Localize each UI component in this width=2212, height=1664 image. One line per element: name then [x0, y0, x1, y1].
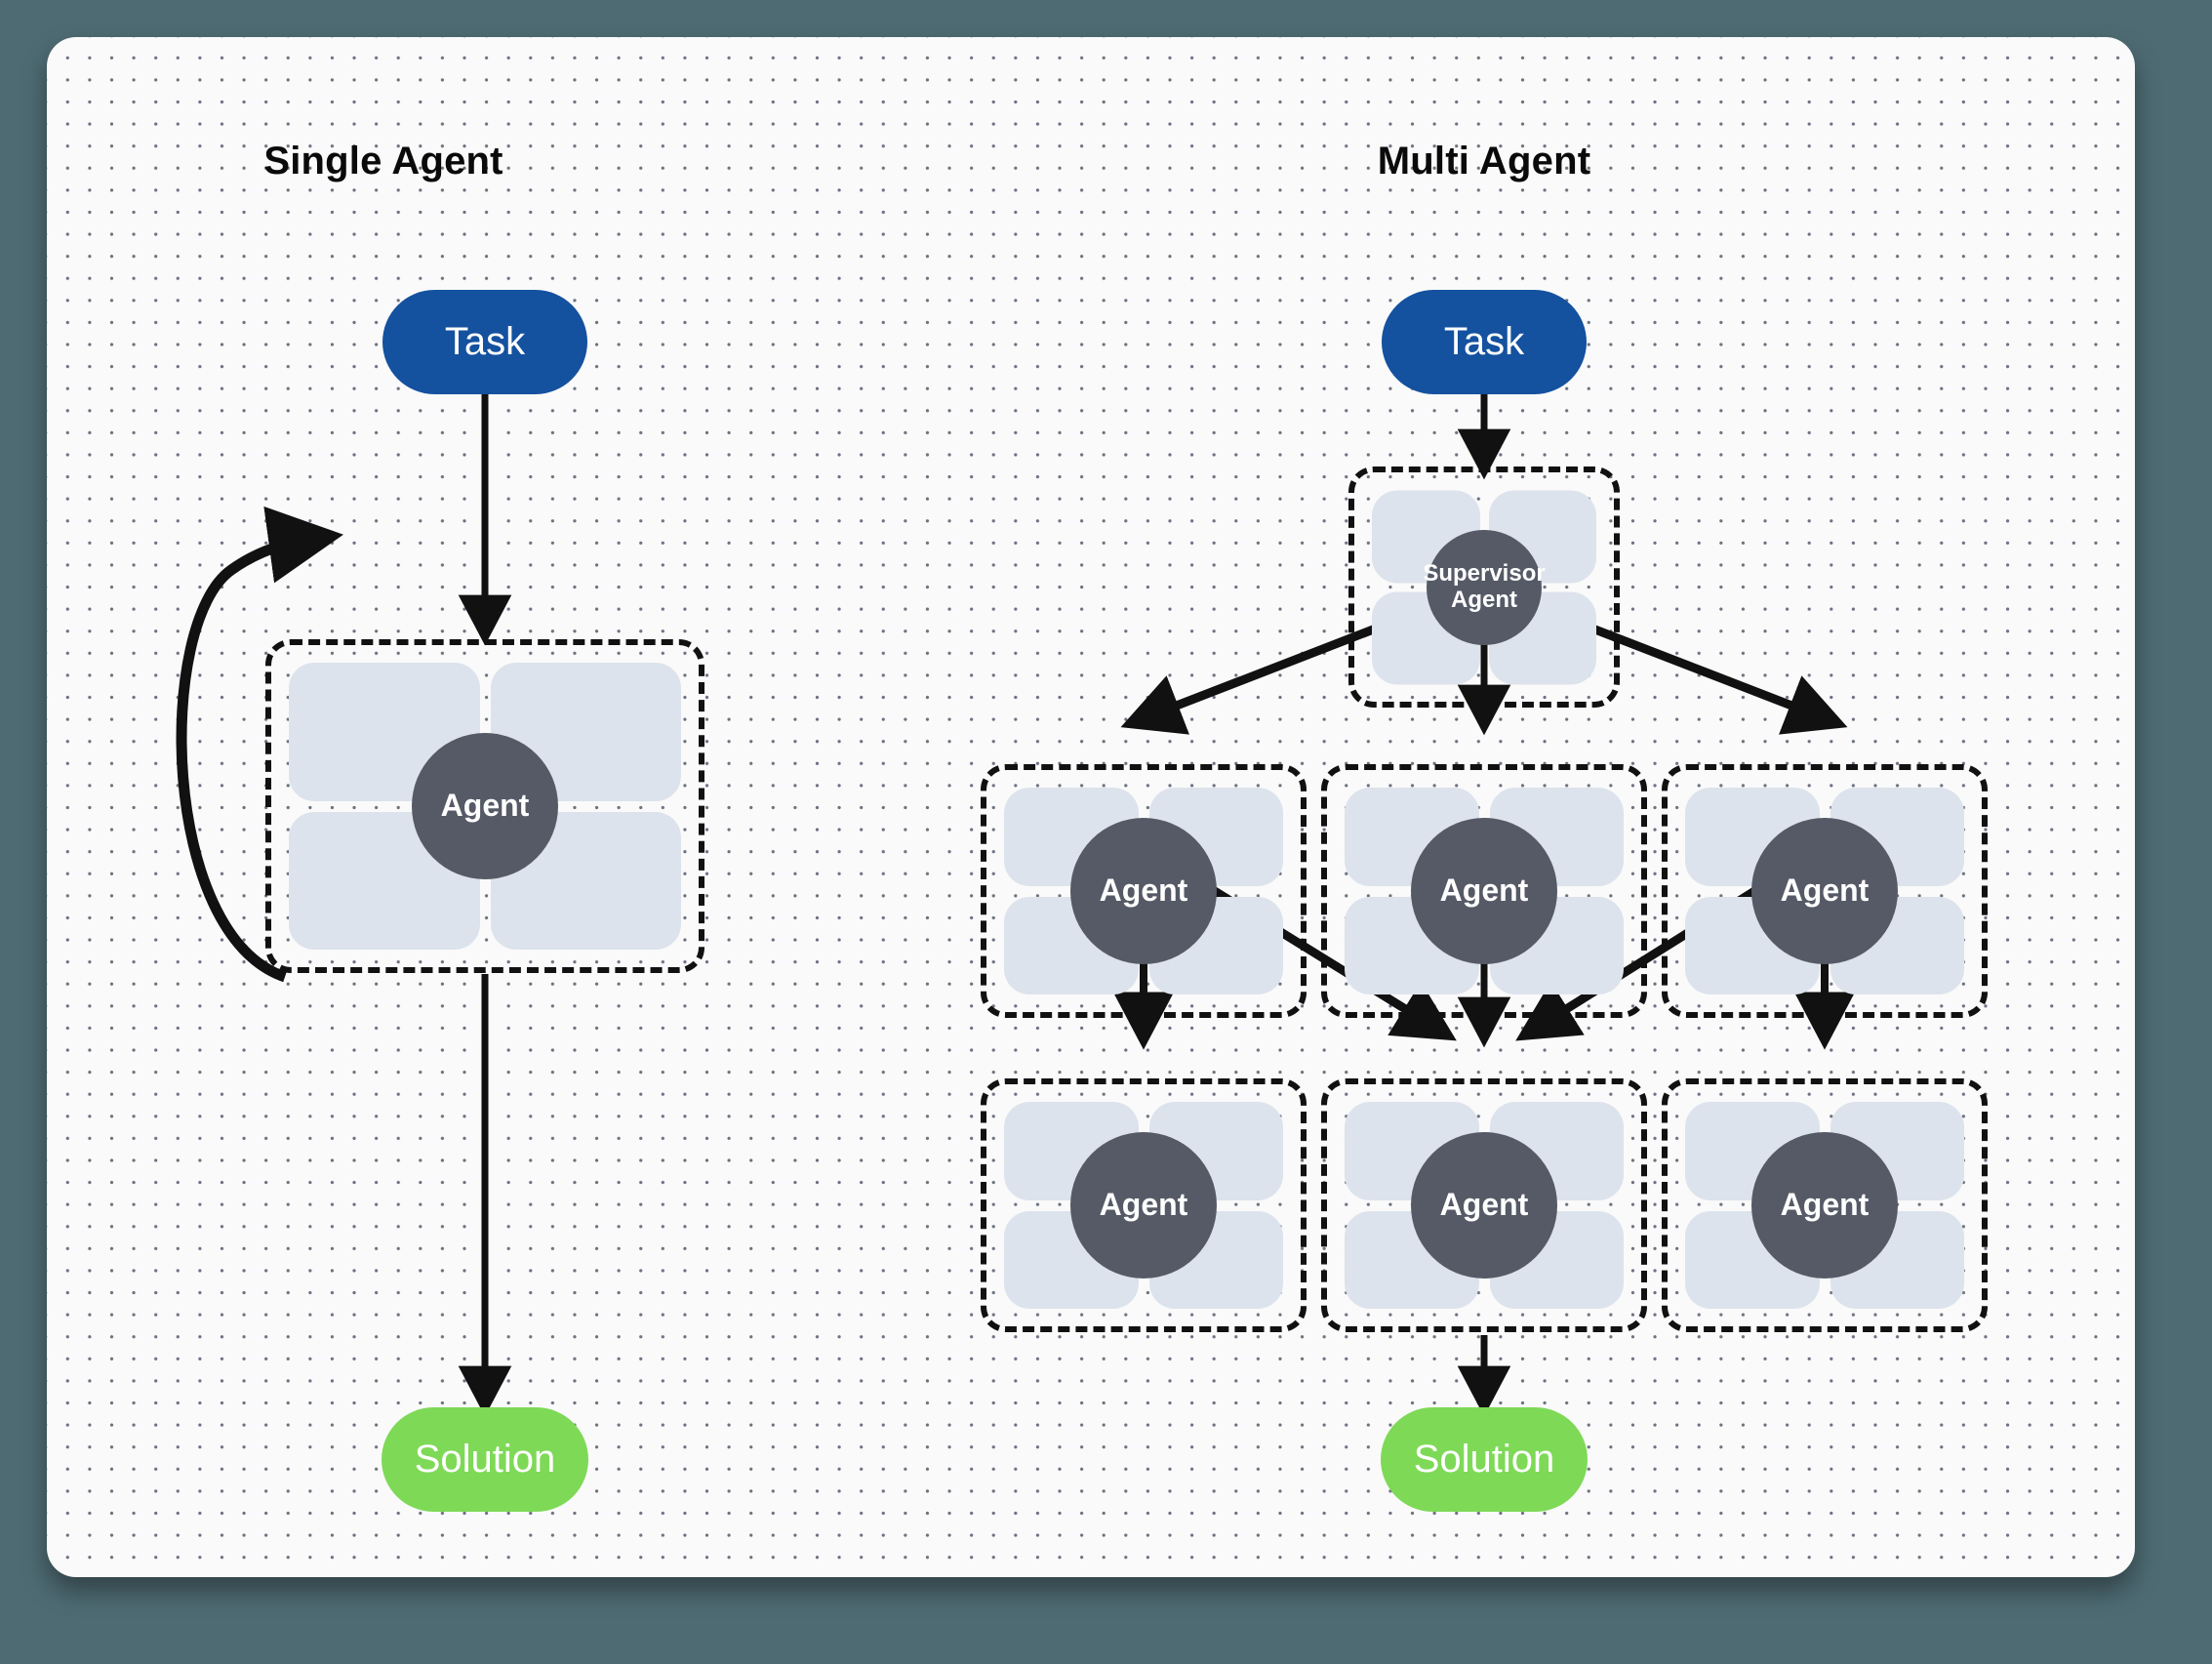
agent-petals: [289, 663, 681, 950]
node-solution-single[interactable]: Solution: [382, 1407, 588, 1512]
node-task-multi[interactable]: Task: [1382, 290, 1587, 394]
node-solution-single-label: Solution: [414, 1438, 556, 1481]
node-agent-r1c1[interactable]: Agent: [981, 764, 1307, 1018]
page-title-multi-agent: Multi Agent: [1377, 140, 1591, 183]
agent-core-label: Agent: [412, 733, 558, 879]
supervisor-core-label-line1: Supervisor: [1423, 559, 1546, 587]
node-task-single[interactable]: Task: [382, 290, 587, 394]
node-agent-r1c2[interactable]: Agent: [1321, 764, 1647, 1018]
agent-core-label: Agent: [1411, 1132, 1557, 1278]
node-agent-single[interactable]: Agent: [265, 639, 704, 973]
node-agent-r2c2[interactable]: Agent: [1321, 1078, 1647, 1332]
node-agent-r2c1[interactable]: Agent: [981, 1078, 1307, 1332]
agent-core-label: Agent: [1070, 1132, 1217, 1278]
node-agent-r1c3[interactable]: Agent: [1662, 764, 1988, 1018]
node-agent-r2c3[interactable]: Agent: [1662, 1078, 1988, 1332]
node-solution-multi[interactable]: Solution: [1381, 1407, 1588, 1512]
agent-core-label: Agent: [1751, 1132, 1898, 1278]
node-solution-multi-label: Solution: [1413, 1438, 1555, 1481]
node-task-multi-label: Task: [1443, 320, 1525, 363]
node-supervisor-agent[interactable]: Supervisor Agent: [1348, 467, 1620, 708]
supervisor-core: Supervisor Agent: [1423, 529, 1546, 645]
agent-core-label: Agent: [1751, 818, 1898, 964]
agent-core-label: Agent: [1411, 818, 1557, 964]
node-task-single-label: Task: [444, 320, 526, 363]
agent-core-label: Agent: [1070, 818, 1217, 964]
supervisor-core-label-line2: Agent: [1451, 586, 1517, 613]
diagram-canvas: Single Agent Task Agent Solution Multi A…: [47, 37, 2135, 1577]
page-title-single-agent: Single Agent: [263, 140, 503, 183]
